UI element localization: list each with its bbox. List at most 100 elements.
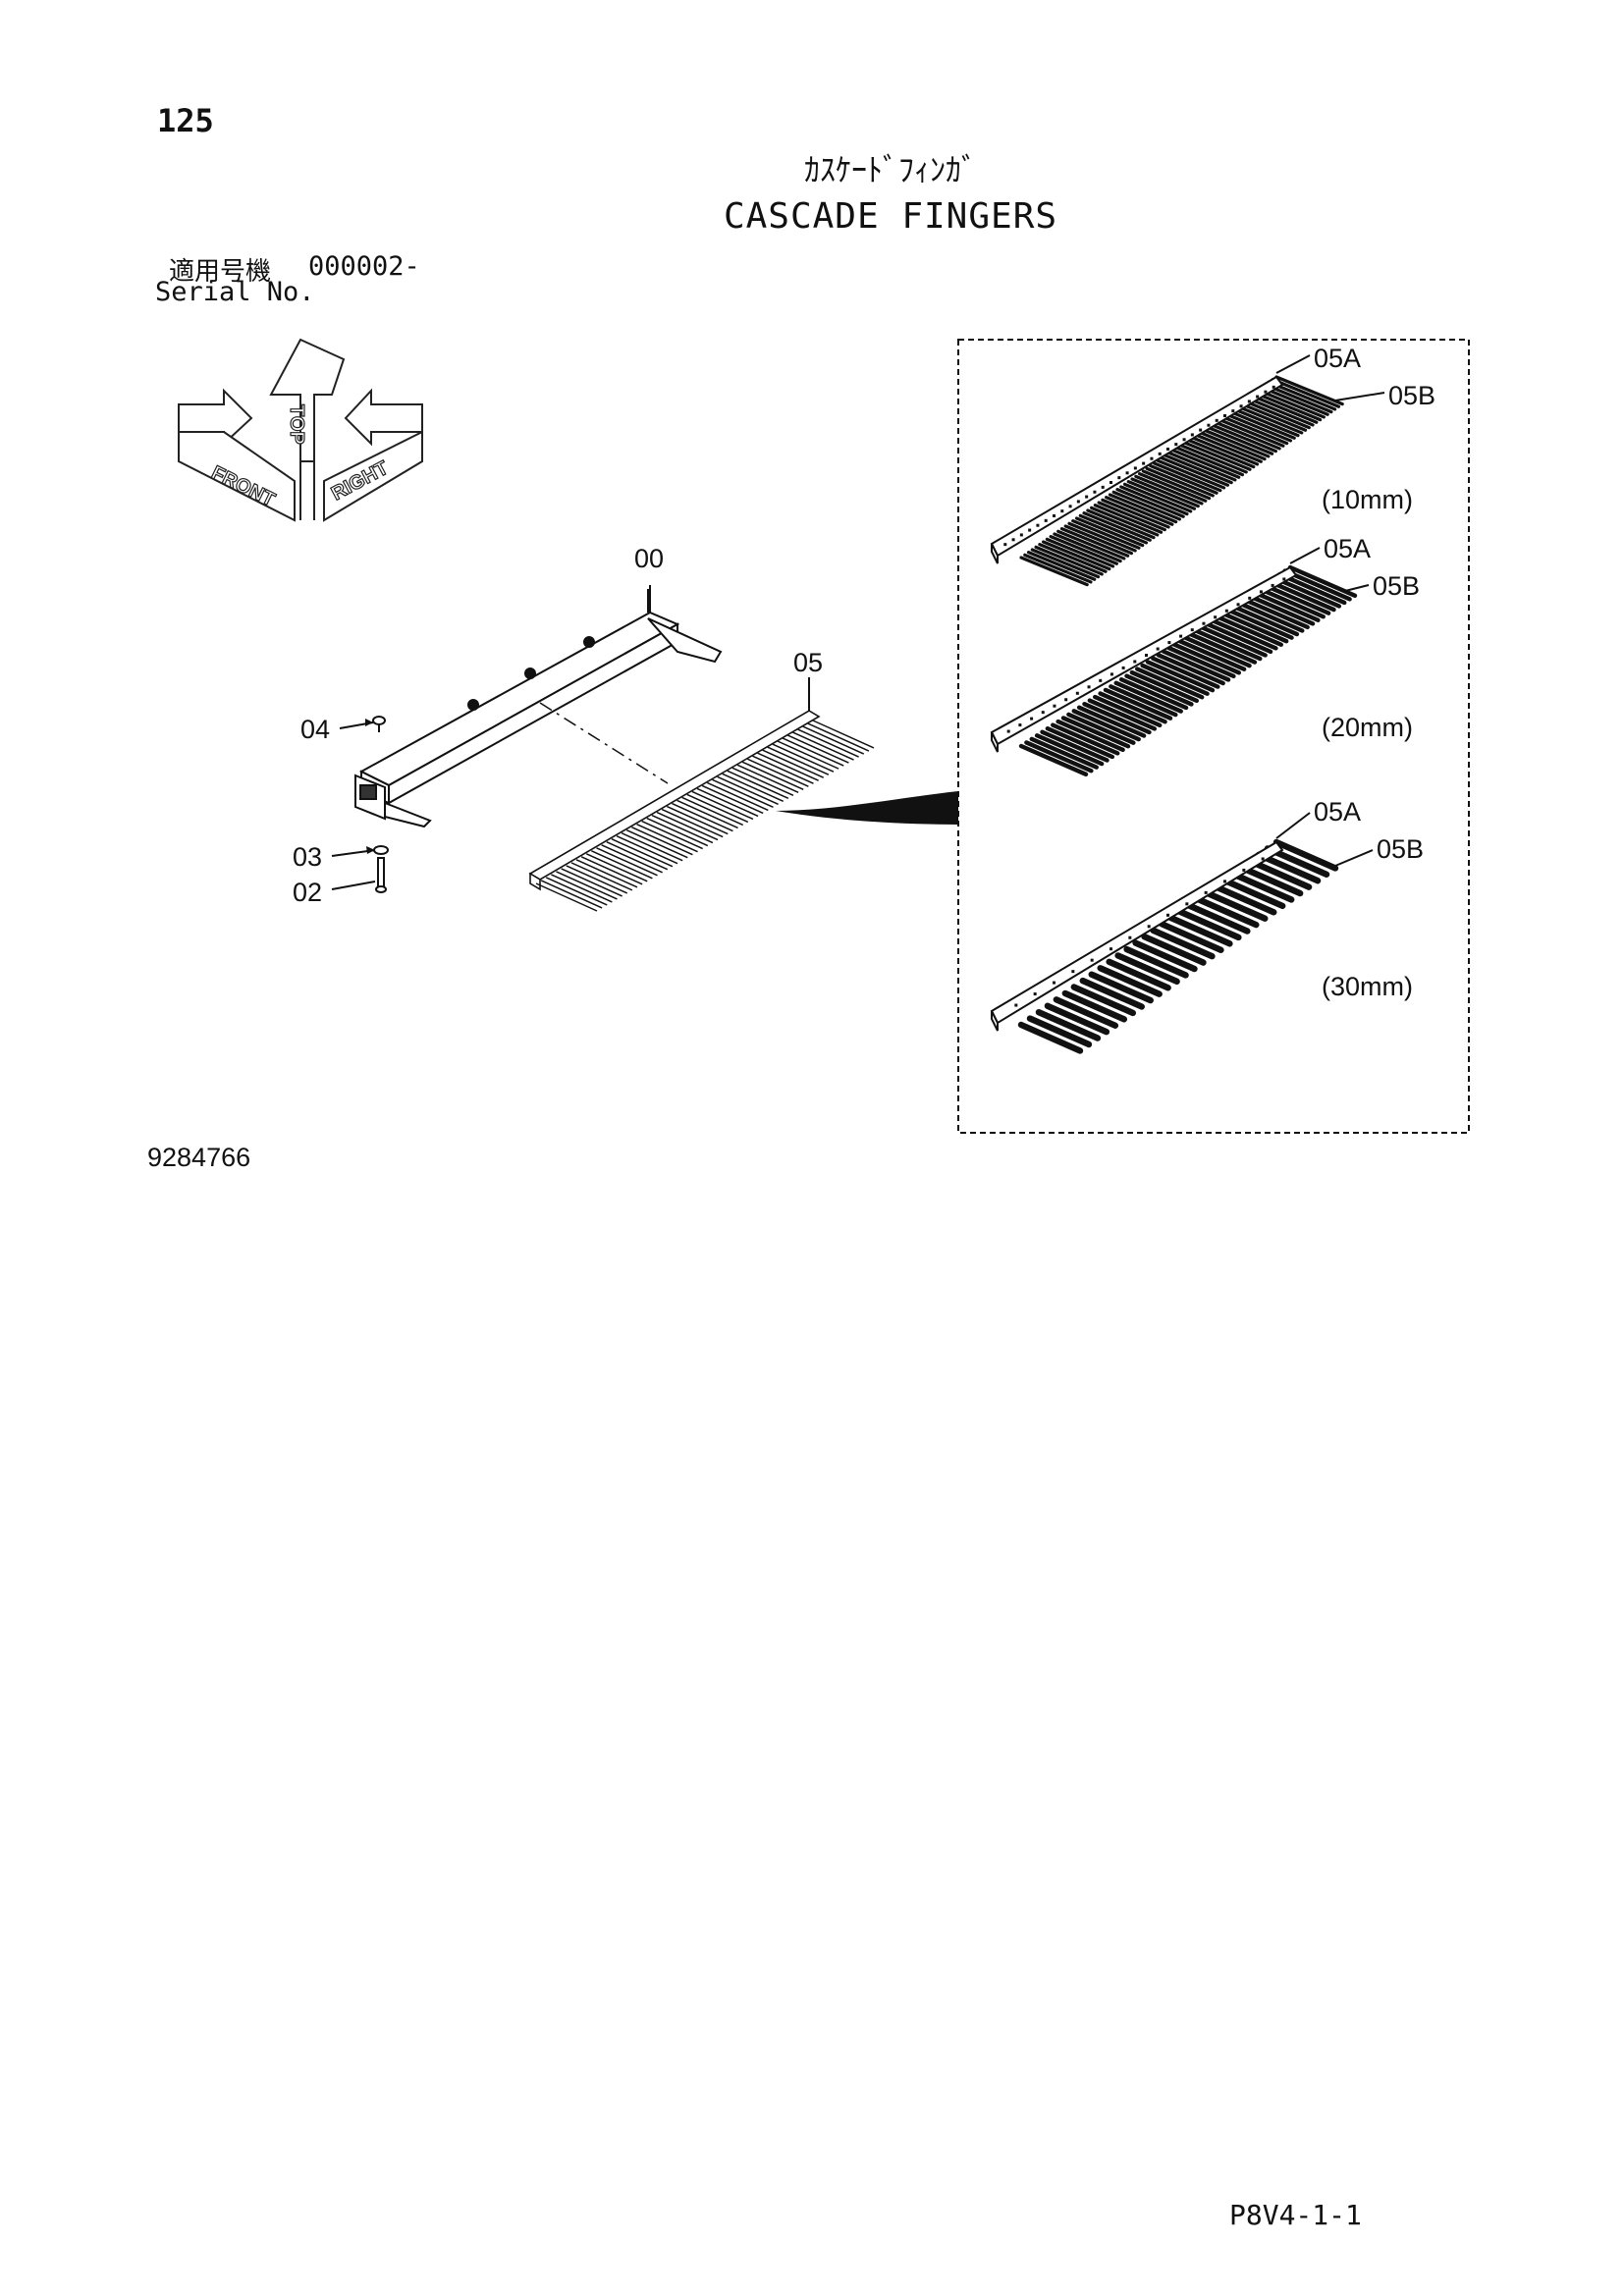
- finger-tine: [1237, 401, 1308, 432]
- finger-tine: [691, 790, 754, 821]
- finger-tine: [752, 755, 814, 784]
- finger-tine: [1101, 498, 1170, 529]
- finger-tine: [1220, 877, 1286, 910]
- finger-tine: [1056, 719, 1125, 753]
- finger-tine: [1113, 680, 1183, 714]
- variant-20mm-bar-label: 05A: [1324, 534, 1371, 563]
- bar-hole: [1053, 514, 1056, 517]
- finger-tine: [1118, 676, 1189, 711]
- serial-label: Serial No.: [155, 277, 315, 307]
- variant-10mm-fingers-label: 05B: [1388, 381, 1435, 410]
- finger-tine: [1109, 684, 1178, 718]
- finger-tine: [1229, 604, 1300, 637]
- variant-20mm-size-label: (20mm): [1322, 713, 1413, 742]
- finger-tine: [1212, 882, 1277, 916]
- finger-tine: [1212, 419, 1281, 451]
- bar-hole: [1110, 481, 1112, 484]
- finger-tine: [1145, 660, 1216, 693]
- finger-tine: [717, 775, 779, 806]
- callout-washer: 03: [293, 842, 322, 872]
- finger-tine: [696, 787, 759, 818]
- finger-tine: [616, 835, 678, 865]
- page-title-japanese: ｶｽｹｰﾄﾞﾌｨﾝｶﾞ: [803, 151, 977, 188]
- finger-tine: [1218, 414, 1289, 446]
- finger-tine: [656, 811, 719, 841]
- finger-tine: [1049, 535, 1118, 565]
- finger-tine: [1256, 586, 1326, 619]
- finger-tine: [1059, 527, 1130, 558]
- finger-tine: [1114, 952, 1180, 986]
- bar-hole: [1028, 528, 1032, 532]
- finger-tine: [1129, 669, 1200, 704]
- finger-tine: [1209, 617, 1278, 651]
- detail-box: [957, 339, 1470, 1134]
- finger-tine: [1108, 493, 1178, 524]
- finger-tine: [1066, 712, 1136, 745]
- bar-hole: [1248, 596, 1252, 600]
- finger-tine: [1019, 556, 1089, 587]
- finger-tine: [1182, 441, 1252, 471]
- finger-tine: [1086, 508, 1156, 540]
- bar-hole: [1179, 634, 1183, 638]
- finger-tine: [1170, 449, 1241, 479]
- finger-tine: [1042, 540, 1111, 571]
- variant-30mm-size-label: (30mm): [1322, 972, 1413, 1001]
- finger-tine: [1093, 694, 1163, 728]
- bar-hole: [1236, 603, 1240, 607]
- serial-label-japanese: 適用号機: [169, 257, 272, 287]
- callout-leaders: [331, 585, 810, 890]
- bar-hole: [1261, 857, 1265, 861]
- finger-tine: [1198, 624, 1268, 658]
- variant-30mm-bar-label: 05A: [1314, 797, 1361, 827]
- bar-hole: [1167, 641, 1171, 645]
- finger-tine: [777, 740, 839, 770]
- finger-tine: [1189, 435, 1260, 466]
- callout-bolt: 02: [293, 878, 322, 907]
- finger-tine: [1150, 927, 1216, 960]
- finger-tine: [1045, 725, 1115, 760]
- bar-hole: [1085, 495, 1089, 499]
- finger-tine: [1252, 391, 1323, 422]
- serial-number-value: 000002-: [308, 251, 420, 282]
- finger-tine: [1130, 477, 1200, 508]
- finger-tine: [1271, 378, 1341, 408]
- finger-tine: [667, 805, 729, 835]
- finger-tine: [1287, 564, 1358, 598]
- finger-bar-end: [991, 731, 999, 753]
- bar-hole: [1099, 678, 1103, 682]
- finger-tine: [1061, 989, 1128, 1023]
- finger-tine: [1167, 451, 1237, 482]
- finger-tine: [1182, 635, 1252, 668]
- finger-tine: [1237, 864, 1304, 897]
- finger-tine: [1261, 582, 1331, 615]
- finger-tine: [1038, 543, 1108, 573]
- bar-hole: [1064, 698, 1068, 702]
- finger-tine: [1134, 667, 1205, 700]
- finger-tine: [575, 859, 638, 888]
- finger-tine: [1105, 496, 1174, 526]
- finger-tine: [1141, 469, 1212, 501]
- callout-pin: 04: [300, 715, 330, 744]
- finger-tine: [787, 734, 849, 764]
- finger-tine: [1071, 709, 1141, 742]
- finger-tine: [1203, 889, 1269, 922]
- bar-hole: [1093, 490, 1097, 494]
- bar-hole: [1202, 621, 1206, 625]
- finger-tine: [646, 817, 709, 847]
- finger-tine: [1060, 716, 1131, 749]
- finger-tine: [1201, 427, 1271, 458]
- finger-tine: [1245, 396, 1315, 427]
- finger-tine: [585, 853, 648, 882]
- bar-hole: [1087, 685, 1091, 689]
- detail-variant-30mm: [990, 812, 1374, 1054]
- finger-tine: [1166, 645, 1236, 679]
- bar-hole: [1147, 925, 1151, 929]
- finger-tine: [1218, 611, 1289, 644]
- bar-hole: [1003, 543, 1007, 547]
- finger-tine: [722, 773, 785, 803]
- finger-tine: [1044, 1002, 1110, 1036]
- variant-10mm-size-label: (10mm): [1322, 485, 1413, 514]
- bar-hole: [1272, 385, 1275, 389]
- bar-hole: [1264, 390, 1268, 394]
- finger-tine: [1174, 446, 1245, 477]
